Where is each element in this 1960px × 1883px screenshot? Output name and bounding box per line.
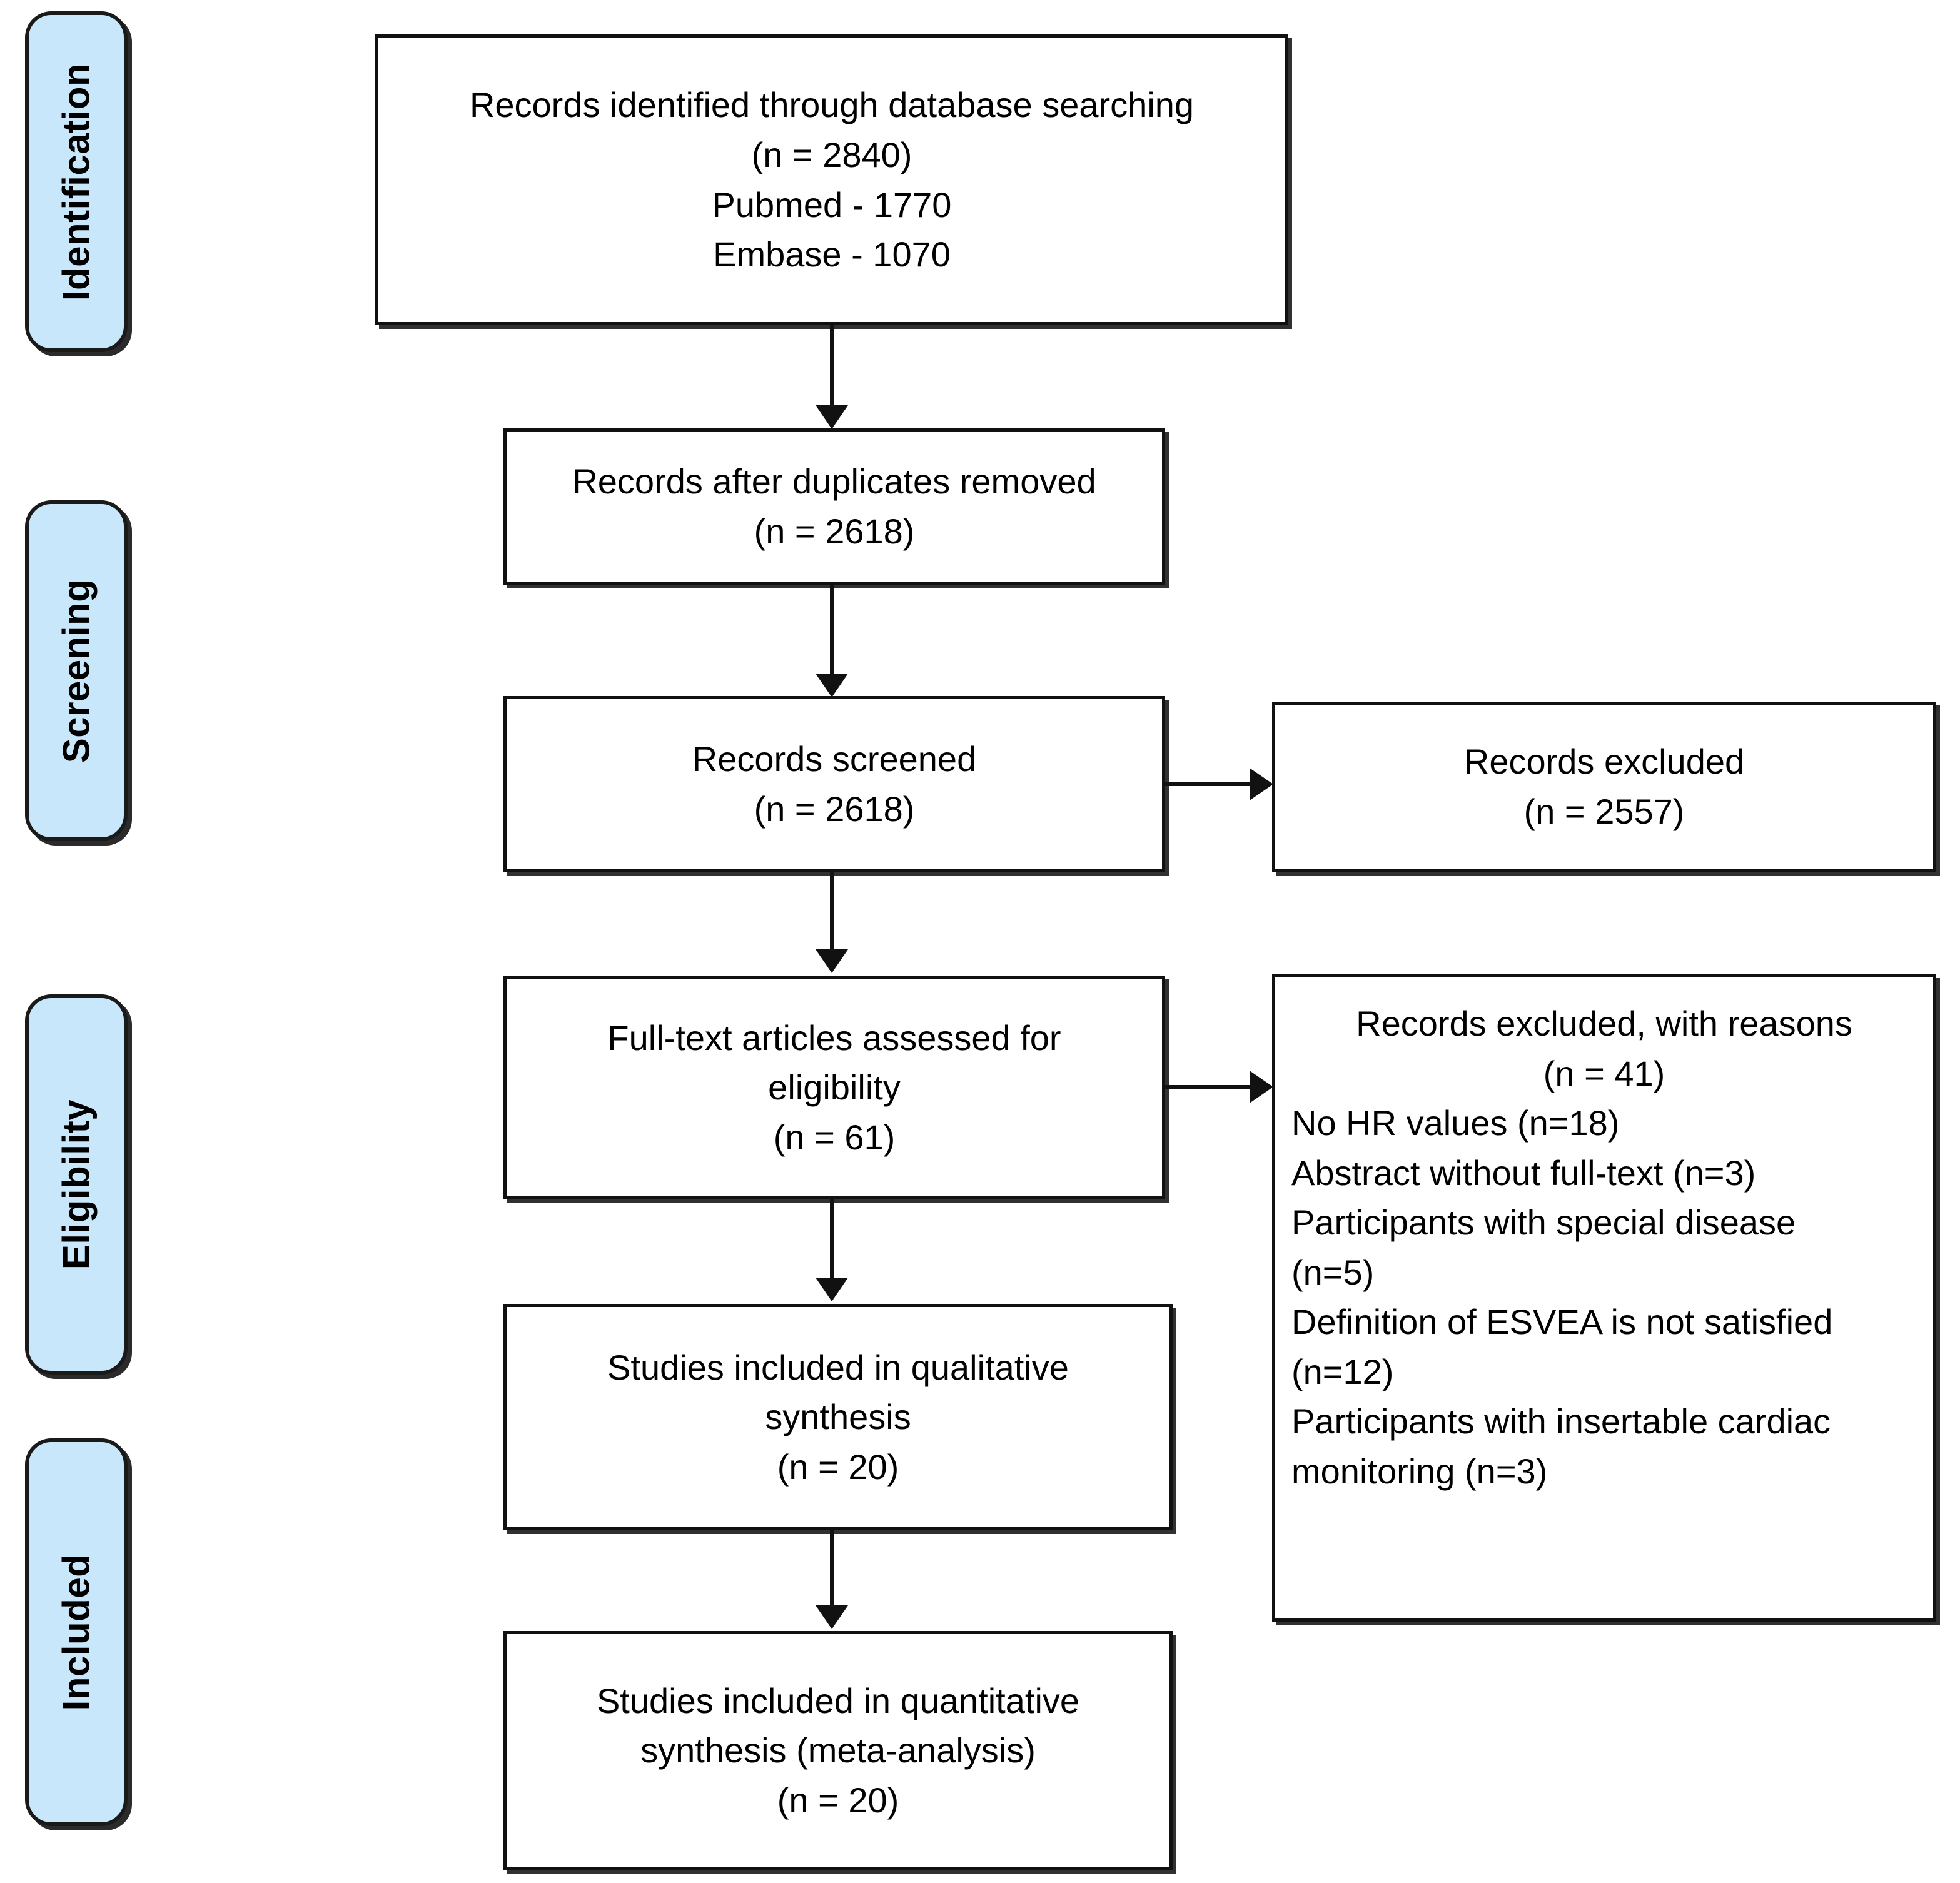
box-excluded-with-reasons-heading-2: (n = 41)	[1543, 1053, 1665, 1093]
box-qualitative-synthesis-line-2: synthesis	[765, 1397, 911, 1437]
box-excluded-reason-2: Abstract without full-text (n=3)	[1291, 1153, 1756, 1193]
connector-qualitative-to-quantitative	[830, 1530, 834, 1608]
box-records-identified-line-4: Embase - 1070	[713, 235, 951, 275]
arrow-screened-to-excluded-icon	[1250, 768, 1273, 800]
stage-label-screening: Screening	[55, 578, 98, 763]
box-excluded-reason-7: Participants with insertable cardiac	[1291, 1401, 1831, 1441]
stage-tab-included: Included	[25, 1438, 128, 1826]
box-excluded-reason-3: Participants with special disease	[1291, 1203, 1796, 1243]
box-qualitative-synthesis-line-3: (n = 20)	[777, 1446, 899, 1487]
box-records-screened: Records screened (n = 2618)	[503, 696, 1165, 872]
arrow-fulltext-to-qualitative-icon	[816, 1278, 848, 1301]
stage-tab-identification: Identification	[25, 11, 128, 352]
connector-screened-to-fulltext	[830, 872, 834, 952]
box-records-screened-line-1: Records screened	[692, 739, 977, 779]
box-excluded-reason-5: Definition of ESVEA is not satisfied	[1291, 1302, 1833, 1342]
box-excluded-with-reasons-heading-1: Records excluded, with reasons	[1356, 1004, 1852, 1043]
box-fulltext-assessed-line-1: Full-text articles assessed for	[607, 1017, 1061, 1058]
stage-label-identification: Identification	[55, 63, 98, 301]
connector-fulltext-to-qualitative	[830, 1199, 834, 1281]
stage-label-included: Included	[55, 1553, 98, 1711]
box-quantitative-synthesis-line-2: synthesis (meta-analysis)	[640, 1730, 1036, 1770]
arrow-duplicates-to-screened-icon	[816, 674, 848, 697]
arrow-identified-to-duplicates-icon	[816, 405, 848, 429]
arrow-qualitative-to-quantitative-icon	[816, 1605, 848, 1629]
box-records-identified: Records identified through database sear…	[375, 34, 1288, 325]
box-records-excluded: Records excluded (n = 2557)	[1272, 702, 1936, 872]
box-duplicates-removed: Records after duplicates removed (n = 26…	[503, 428, 1165, 585]
box-records-excluded-line-2: (n = 2557)	[1523, 792, 1685, 831]
stage-tab-eligibility: Eligibility	[25, 994, 128, 1375]
box-records-excluded-line-1: Records excluded	[1463, 742, 1745, 782]
box-fulltext-assessed-line-3: (n = 61)	[773, 1117, 896, 1157]
connector-fulltext-to-excluded-reasons	[1165, 1085, 1256, 1089]
box-fulltext-assessed: Full-text articles assessed for eligibil…	[503, 976, 1165, 1199]
box-quantitative-synthesis: Studies included in quantitative synthes…	[503, 1631, 1173, 1870]
box-records-identified-line-1: Records identified through database sear…	[469, 85, 1195, 125]
box-excluded-reason-6: (n=12)	[1291, 1351, 1394, 1391]
box-excluded-with-reasons: Records excluded, with reasons (n = 41) …	[1272, 974, 1936, 1622]
box-quantitative-synthesis-line-1: Studies included in quantitative	[596, 1680, 1080, 1720]
arrow-screened-to-fulltext-icon	[816, 949, 848, 973]
box-records-identified-line-2: (n = 2840)	[751, 134, 912, 174]
stage-tab-screening: Screening	[25, 500, 128, 841]
box-quantitative-synthesis-line-3: (n = 20)	[777, 1780, 899, 1820]
arrow-fulltext-to-excluded-reasons-icon	[1250, 1071, 1273, 1103]
box-duplicates-removed-line-1: Records after duplicates removed	[572, 462, 1096, 502]
stage-label-eligibility: Eligibility	[55, 1099, 98, 1270]
box-excluded-reason-8: monitoring (n=3)	[1291, 1451, 1548, 1491]
box-excluded-reason-4: (n=5)	[1291, 1252, 1375, 1292]
box-excluded-reason-1: No HR values (n=18)	[1291, 1103, 1620, 1143]
box-fulltext-assessed-line-2: eligibility	[768, 1068, 901, 1108]
connector-duplicates-to-screened	[830, 585, 834, 677]
box-qualitative-synthesis: Studies included in qualitative synthesi…	[503, 1304, 1173, 1530]
connector-identified-to-duplicates	[830, 325, 834, 410]
box-records-identified-line-3: Pubmed - 1770	[712, 184, 952, 225]
connector-screened-to-excluded	[1165, 782, 1256, 786]
box-records-screened-line-2: (n = 2618)	[754, 789, 915, 829]
box-qualitative-synthesis-line-1: Studies included in qualitative	[607, 1347, 1069, 1387]
box-duplicates-removed-line-2: (n = 2618)	[754, 512, 915, 551]
